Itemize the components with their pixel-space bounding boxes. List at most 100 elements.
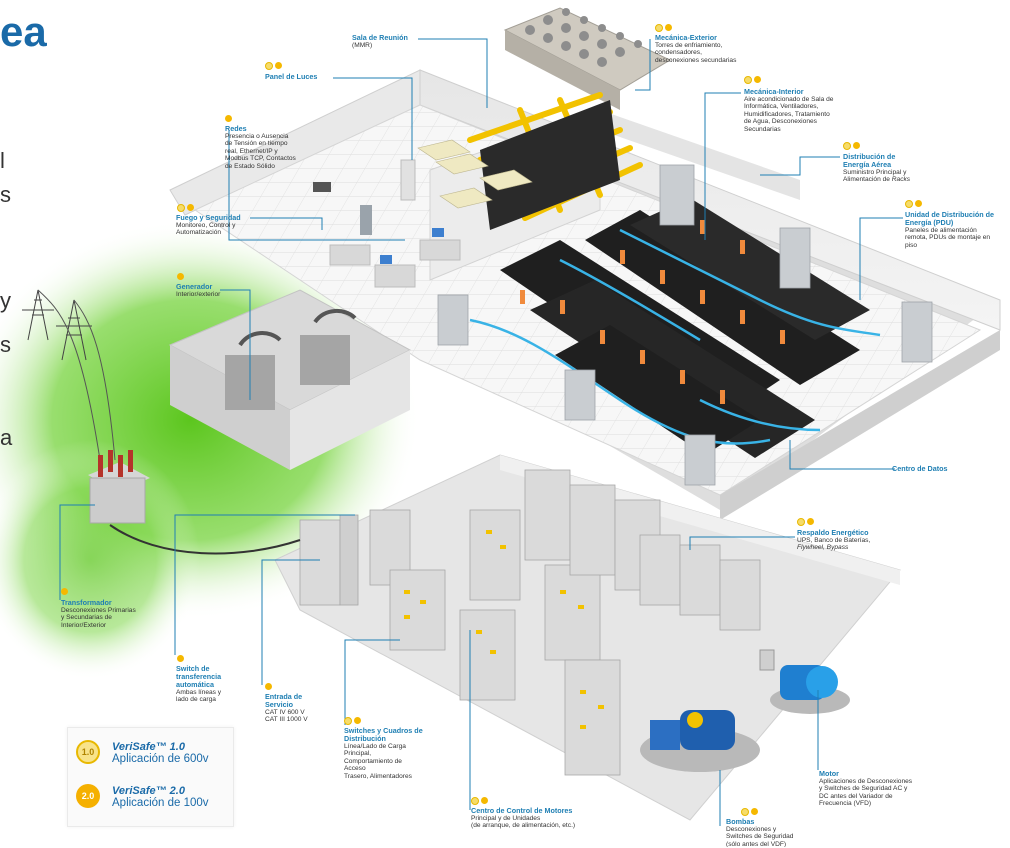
callout-desc: CAT IV 600 V (265, 709, 305, 716)
callout-desc: Desconexiones Primarias (61, 607, 136, 614)
callout-desc: de Agua, Desconexiones (744, 118, 817, 126)
callout-desc: Informática, Ventiladores, (744, 103, 819, 111)
callout-title: Redes (225, 124, 247, 133)
callout-title: Switches y Cuadros de Distribución (344, 726, 423, 743)
grass-area-2 (0, 440, 200, 680)
callout-desc: Frecuencia (VFD) (819, 800, 872, 808)
switchgear (299, 469, 761, 776)
callout-title: Panel de Luces (265, 72, 318, 81)
callout-desc-italic: Racks (891, 176, 911, 184)
callout-switches-cuadros: Switches y Cuadros de Distribución Línea… (344, 727, 424, 780)
callout-desc: Paneles de alimentación (905, 227, 977, 234)
callout-desc: real, Ethernet/IP y (225, 147, 278, 155)
verisafe-2-badge-icon (807, 518, 814, 525)
verisafe-2-badge-icon (354, 717, 361, 724)
callout-desc: Torres de enfriamiento, (655, 42, 723, 49)
callout-desc: Desconexiones y (726, 826, 777, 833)
pump (640, 710, 760, 772)
light-panels (417, 139, 533, 209)
verisafe-2-badge-icon (853, 142, 860, 149)
legend-name: VeriSafe™ 1.0 (112, 741, 185, 753)
callout-desc: (de arranque, de alimentación, etc.) (471, 822, 576, 830)
airflow-arrows-cold (469, 228, 881, 445)
callout-pdu: Unidad de Distribución de Energía (PDU) … (905, 211, 1010, 249)
callout-generador: Generador Interior/exterior (176, 283, 220, 299)
callout-transformador: Transformador Desconexiones Primarias y … (61, 599, 136, 629)
callout-title: Mecánica-Interior (744, 87, 804, 96)
callout-desc: remota, PDUs de montaje en (905, 234, 991, 242)
callout-title: Fuego y Seguridad (176, 213, 241, 222)
callout-title: Unidad de Distribución de Energía (PDU) (905, 210, 995, 227)
callout-desc: y Secundarias de (61, 614, 112, 622)
callout-desc: Modbus TCP, Contactos (225, 155, 296, 163)
verisafe-2-badge-icon (751, 808, 758, 815)
callout-desc: condensadores, (655, 49, 702, 57)
verisafe-2-badge-icon (187, 204, 194, 211)
transformer-unit (88, 450, 301, 555)
callout-desc: DC antes del Variador de (819, 792, 893, 800)
callout-desc: Comportamiento de Acceso (344, 757, 402, 773)
callout-switch-transferencia: Switch de transferencia automática Ambas… (176, 665, 238, 704)
verisafe-1-badge-icon (471, 797, 479, 805)
callout-title: Distribución de Energía Aérea (843, 152, 896, 169)
callout-desc: Principal y de Unidades (471, 815, 541, 822)
side-text-fragment: s (0, 332, 11, 357)
callout-redes: Redes Presencia o Ausencia de Tensión en… (225, 125, 296, 170)
callout-desc: UPS, Banco de Baterías, (797, 537, 871, 544)
callout-mecanica-exterior: Mecánica-Exterior Torres de enfriamiento… (655, 34, 736, 64)
callout-desc: CAT III 1000 V (265, 716, 308, 724)
callout-mecanica-interior: Mecánica-Interior Aire acondicionado de … (744, 88, 833, 133)
verisafe-1-badge-icon (797, 518, 805, 526)
callout-sala-reunion: Sala de Reunión (MMR) (352, 33, 408, 50)
callout-desc: desconexiones secundarias (655, 56, 737, 64)
callout-desc: Secundarias (744, 125, 781, 133)
callout-desc: y Switches de Seguridad AC y (819, 785, 908, 793)
callout-motor: Motor Aplicaciones de Desconexiones y Sw… (819, 770, 912, 808)
callout-desc: Automatización (176, 229, 222, 237)
callout-title: Sala de Reunión (352, 33, 408, 42)
callout-desc: Switches de Seguridad (726, 833, 794, 841)
callout-title: Entrada de Servicio (265, 692, 303, 709)
verisafe-1-badge-icon (744, 76, 752, 84)
callout-desc: (MMR) (352, 42, 373, 49)
office-area (313, 159, 461, 288)
verisafe-2-badge-icon (275, 62, 282, 69)
verisafe-1-badge-icon (265, 62, 273, 70)
callout-desc: Trasero, Alimentadores (344, 772, 412, 780)
callout-desc: Línea/Lado de Carga Principal, (344, 743, 406, 758)
callout-desc: Aplicaciones de Desconexiones (819, 778, 913, 785)
verisafe-2-badge-icon (61, 588, 68, 595)
callout-desc: (sólo antes del VDF) (726, 840, 787, 847)
breaker-indicators (404, 530, 604, 729)
callout-title: Switch de transferencia automática (176, 664, 222, 689)
callout-centro-datos: Centro de Datos (892, 465, 948, 473)
callout-respaldo: Respaldo Energético UPS, Banco de Baterí… (797, 529, 870, 552)
callout-title: Centro de Control de Motores (471, 806, 573, 815)
callout-title: Mecánica-Exterior (655, 33, 717, 42)
crac-units (437, 164, 933, 486)
callout-desc: Monitoreo, Control y (176, 222, 236, 229)
verisafe-2-badge-icon (481, 797, 488, 804)
callout-desc: Aire acondicionado de Sala de (744, 96, 834, 103)
side-text-fragment: s (0, 182, 11, 207)
legend-application: Aplicación de 600v (112, 753, 209, 765)
callout-desc: Ambas líneas y (176, 689, 222, 696)
callout-entrada-servicio: Entrada de Servicio CAT IV 600 V CAT III… (265, 693, 315, 724)
legend-application: Aplicación de 100v (112, 797, 209, 809)
verisafe-1-badge-icon (741, 808, 749, 816)
callout-desc: lado de carga (176, 696, 216, 704)
callout-desc: Presencia o Ausencia (225, 133, 289, 140)
callout-desc: Humidificadores, Tratamiento (744, 110, 830, 118)
callout-desc: de Tensión en tiempo (225, 140, 288, 148)
legend-row-v1: 1.0 VeriSafe™ 1.0 Aplicación de 600v (76, 736, 231, 768)
callout-title: Motor (819, 769, 839, 778)
callout-bombas: Bombas Desconexiones y Switches de Segur… (726, 818, 793, 847)
callout-desc-italic: Flywheel, Bypass (797, 544, 849, 552)
legend-row-v2: 2.0 VeriSafe™ 2.0 Aplicación de 100v (76, 780, 231, 812)
callout-distribucion-aerea: Distribución de Energía Aérea Suministro… (843, 153, 923, 184)
callout-title: Bombas (726, 817, 755, 826)
leader-lines (59, 38, 903, 826)
verisafe-2-badge-icon (915, 200, 922, 207)
verisafe-1-badge-icon: 1.0 (76, 740, 100, 764)
